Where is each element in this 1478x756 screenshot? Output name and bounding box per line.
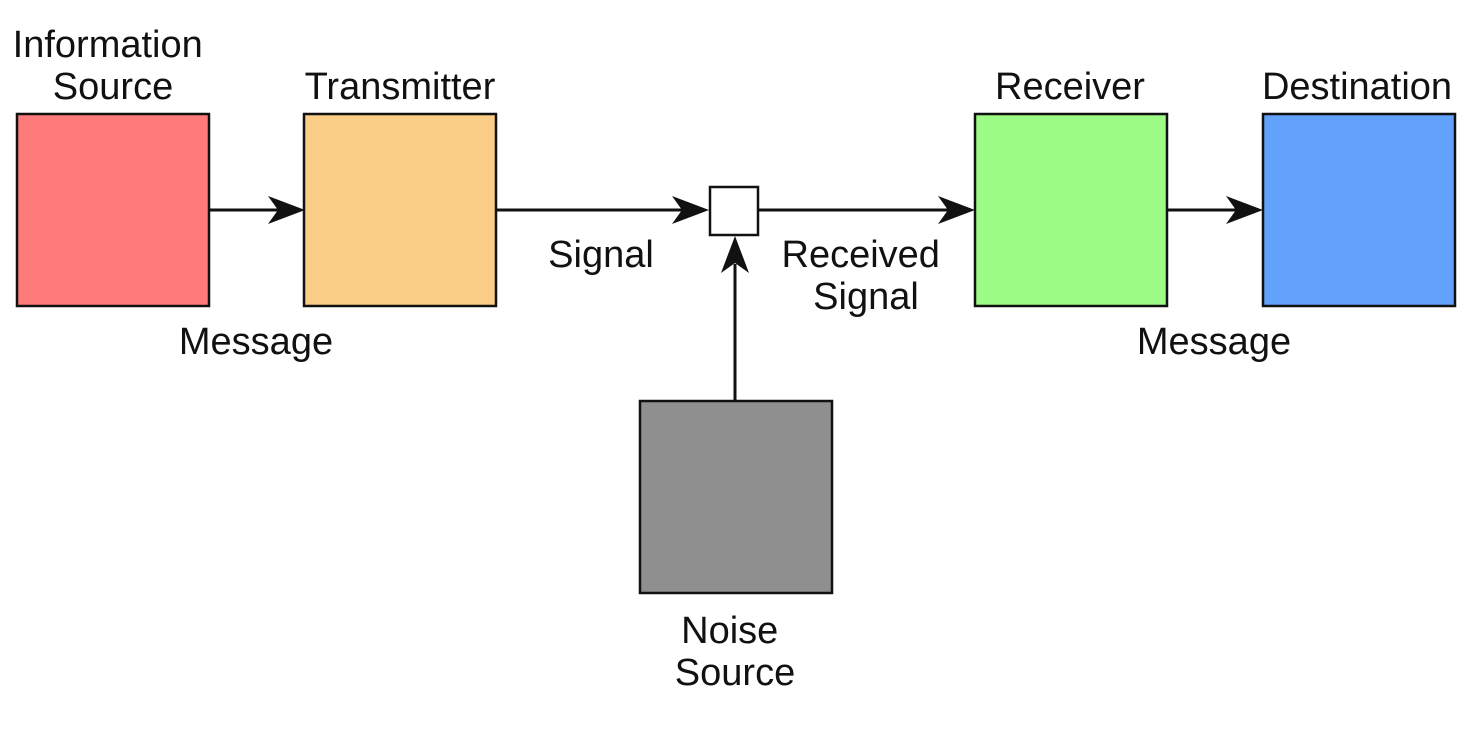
receiver-label-line-1: Receiver: [995, 66, 1145, 108]
received-signal-label: Received Signal: [782, 234, 951, 318]
arrow-head-receiver-to-destination: [1226, 196, 1263, 224]
information-source-label-line-1: Information: [13, 24, 203, 66]
message-in-label-line-1: Message: [179, 321, 333, 363]
noise-source-label-line-1: Noise: [681, 610, 778, 652]
noise-source-block: [638, 399, 834, 595]
noise-source-label-line-2: Source: [675, 652, 795, 694]
message-out-label-line-1: Message: [1137, 321, 1291, 363]
message-in-label: Message: [179, 321, 333, 363]
received-signal-label-line-2: Signal: [813, 276, 919, 318]
transmitter-label-line-1: Transmitter: [305, 66, 496, 108]
receiver-label: Receiver: [995, 66, 1145, 108]
noise-source-label: Noise Source: [675, 610, 795, 694]
destination-label-line-1: Destination: [1262, 66, 1452, 108]
block-labels: Information Source Transmitter Receiver …: [13, 24, 1452, 694]
message-out-label: Message: [1137, 321, 1291, 363]
signal-label-line-1: Signal: [548, 234, 654, 276]
information-source-label-line-2: Source: [53, 66, 173, 108]
destination-block: [1261, 112, 1457, 308]
mixer-node: [708, 185, 760, 237]
information-source-block: [15, 112, 211, 308]
received-signal-label-line-1: Received: [782, 234, 940, 276]
arrow-head-mixer-to-receiver: [938, 196, 975, 224]
connectors: [209, 196, 1263, 401]
arrow-head-transmitter-to-mixer: [672, 196, 709, 224]
transmitter-label: Transmitter: [305, 66, 496, 108]
information-source-label: Information Source: [13, 24, 214, 108]
receiver-block: [973, 112, 1169, 308]
edge-labels: Message Signal Received Signal Message: [179, 234, 1291, 363]
destination-label: Destination: [1262, 66, 1452, 108]
arrow-head-noise-to-mixer: [721, 236, 749, 273]
arrow-head-source-to-transmitter: [268, 196, 305, 224]
transmitter-block: [302, 112, 498, 308]
blocks: [15, 112, 1457, 595]
signal-label: Signal: [548, 234, 654, 276]
